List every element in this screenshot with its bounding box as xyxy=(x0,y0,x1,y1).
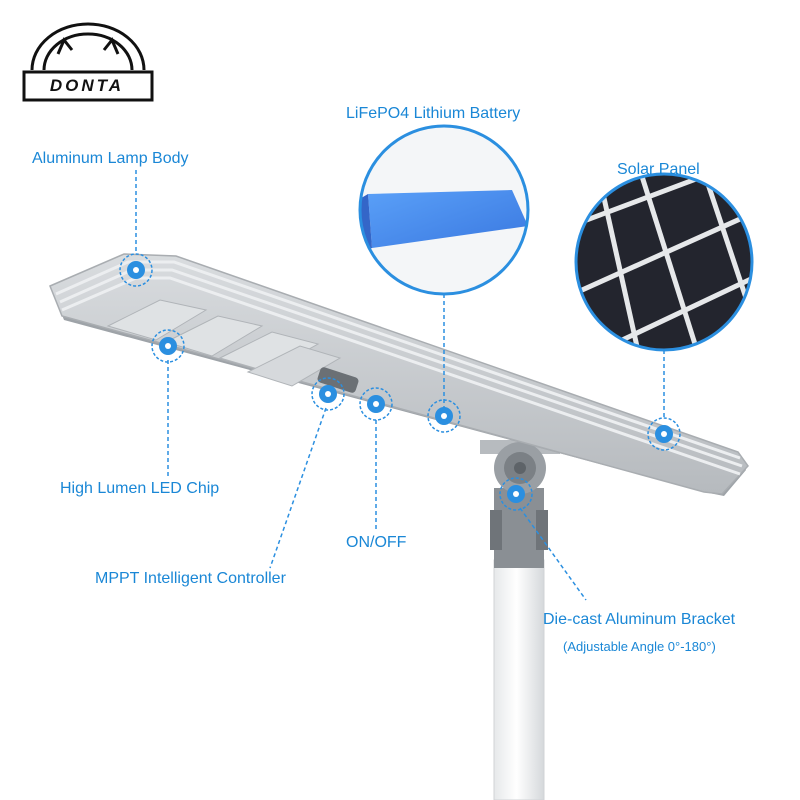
label-bracket-note: (Adjustable Angle 0°-180°) xyxy=(563,639,716,654)
label-controller: MPPT Intelligent Controller xyxy=(95,570,286,587)
pole xyxy=(490,488,548,800)
solar-panel-callout xyxy=(574,172,754,420)
marker-controller xyxy=(311,377,345,411)
label-lamp-body: Aluminum Lamp Body xyxy=(32,150,189,167)
marker-lamp-body xyxy=(119,253,153,287)
label-battery: LiFePO4 Lithium Battery xyxy=(346,105,521,122)
logo-wordmark: DONTA xyxy=(49,76,125,95)
led-chip-array xyxy=(106,299,342,387)
marker-solar-panel xyxy=(647,417,681,451)
label-solar-panel: Solar Panel xyxy=(617,161,700,178)
battery-callout xyxy=(358,124,530,408)
marker-on-off xyxy=(359,387,393,421)
marker-bracket xyxy=(499,477,533,511)
leader-lines xyxy=(135,170,587,601)
label-bracket: Die-cast Aluminum Bracket xyxy=(543,611,736,628)
marker-led-chip xyxy=(151,329,185,363)
marker-battery xyxy=(427,399,461,433)
label-on-off: ON/OFF xyxy=(346,534,407,551)
label-led-chip: High Lumen LED Chip xyxy=(60,480,220,497)
donta-logo xyxy=(22,22,154,102)
